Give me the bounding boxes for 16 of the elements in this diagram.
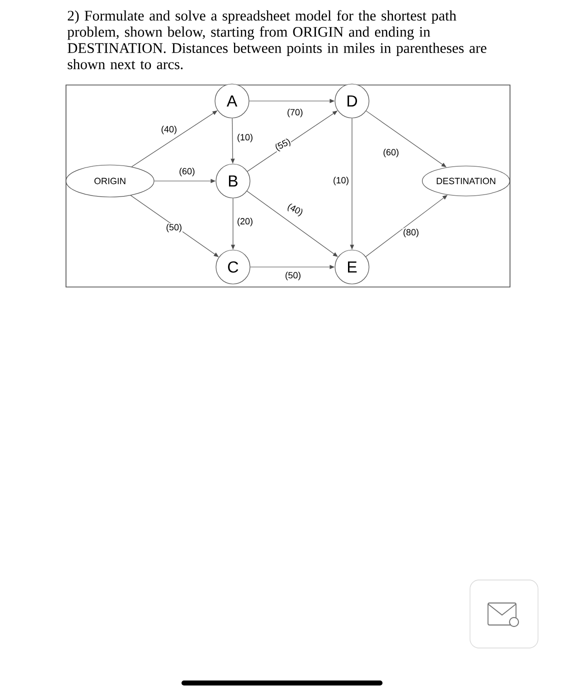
edge-label: (60): [180, 168, 194, 176]
edge-label: (20): [238, 218, 252, 226]
edge-label: (80): [404, 228, 418, 238]
arrow: [366, 110, 446, 168]
arrow: [131, 110, 218, 168]
question-text: 2) Formulate and solve a spreadsheet model for the shortest path problem, shown below, starting from ORIGIN and ending in DESTINATION. Distances between points in miles in parentheses are shown next to arcs.: [67, 10, 486, 70]
edge-label: (40): [162, 126, 176, 134]
edge-label: (40): [288, 204, 302, 216]
arrow: [246, 190, 338, 257]
edge-label: (55): [276, 138, 290, 152]
edge-label: (70): [288, 108, 302, 118]
edge-label: (60): [384, 148, 398, 158]
edge-label: (10): [238, 134, 252, 142]
edge-label: (50): [166, 224, 182, 232]
edge-label: (50): [286, 272, 300, 280]
edge-label: (10): [334, 176, 348, 186]
